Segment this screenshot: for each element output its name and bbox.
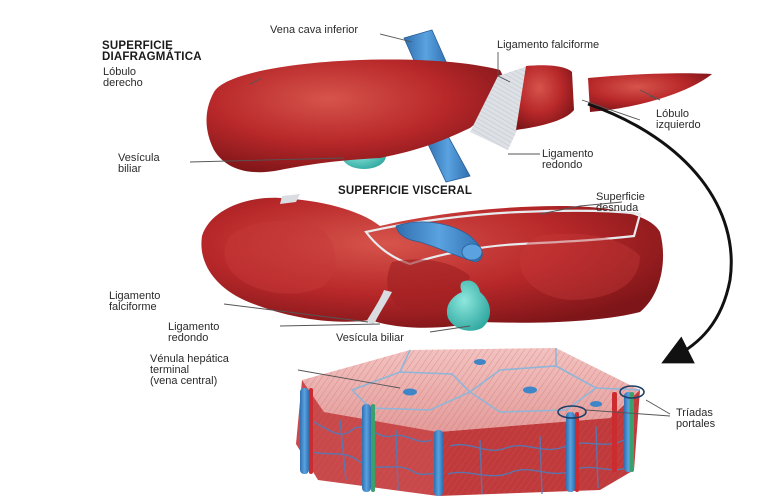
central-vein [523,387,537,394]
ivc-label: Vena cava inferior [270,25,358,36]
central-vein [590,401,602,407]
round-ligament-bottom-label: Ligamento redondo [168,322,219,344]
right-lobe-label: Lóbulo derecho [103,67,143,89]
liver-lobule-block [296,348,644,496]
bare-area-label: Superficie desnuda [596,192,645,214]
portal-triads-label: Tríadas portales [676,408,715,430]
central-vein [403,389,417,396]
visceral-surface-heading: SUPERFICIE VISCERAL [338,186,472,197]
gallbladder-bottom-label: Vesícula biliar [336,333,404,344]
diaphragmatic-surface-heading: SUPERFICIE DIAFRAGMÁTICA [102,41,202,63]
falciform-ligament-top-label: Ligamento falciforme [497,40,599,51]
gallbladder-top-label: Vesícula biliar [118,153,160,175]
right-lobe-top [207,59,513,172]
central-vein-label: Vénula hepática terminal (vena central) [150,354,229,387]
round-ligament-top-label: Ligamento redondo [542,149,593,171]
left-lobe-label: Lóbulo izquierdo [656,109,701,131]
left-lobe-medial-top [516,65,574,130]
falciform-ligament-bottom-label: Ligamento falciforme [109,291,160,313]
central-vein [474,359,486,365]
left-lobe-top [588,73,712,112]
